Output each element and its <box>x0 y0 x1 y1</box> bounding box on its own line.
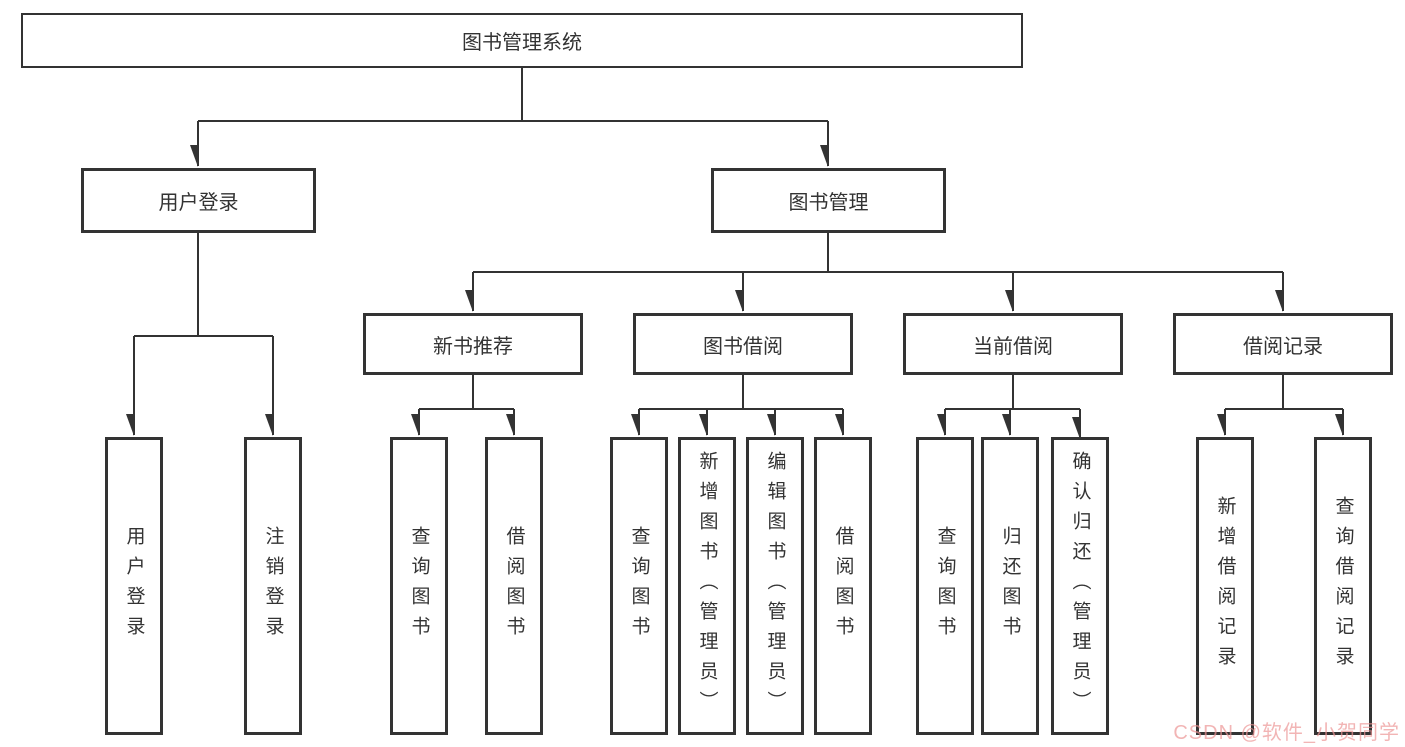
leaf-user-login: 用户登录 <box>105 437 163 735</box>
leaf-confirm-return-admin-label: 确认归还（管理员） <box>1069 451 1091 721</box>
leaf-return-books-label: 归还图书 <box>999 526 1021 646</box>
leaf-user-login-label: 用户登录 <box>123 526 145 646</box>
leaf-query-books-current: 查询图书 <box>916 437 974 735</box>
leaf-logout: 注销登录 <box>244 437 302 735</box>
leaf-return-books: 归还图书 <box>981 437 1039 735</box>
leaf-query-books-recommend: 查询图书 <box>390 437 448 735</box>
leaf-edit-books-admin: 编辑图书（管理员） <box>746 437 804 735</box>
leaf-add-books-admin-label: 新增图书（管理员） <box>696 451 718 721</box>
leaf-borrow-books-recommend-label: 借阅图书 <box>503 526 525 646</box>
leaf-borrow-books: 借阅图书 <box>814 437 872 735</box>
node-library-management-system: 图书管理系统 <box>21 13 1023 68</box>
connector-root-to-level2 <box>198 68 829 166</box>
node-user-login: 用户登录 <box>81 168 316 233</box>
leaf-query-books-borrow-label: 查询图书 <box>628 526 650 646</box>
leaf-logout-label: 注销登录 <box>262 526 284 646</box>
leaf-query-books-borrow: 查询图书 <box>610 437 668 735</box>
leaf-add-borrow-record-label: 新增借阅记录 <box>1214 496 1236 676</box>
connector-new-book-recommend-children <box>419 375 515 435</box>
leaf-add-borrow-record: 新增借阅记录 <box>1196 437 1254 735</box>
node-book-management: 图书管理 <box>711 168 946 233</box>
node-borrow-records: 借阅记录 <box>1173 313 1393 375</box>
connector-book-management-children <box>473 233 1284 311</box>
connector-current-borrow-children <box>945 375 1081 438</box>
node-new-book-recommend: 新书推荐 <box>363 313 583 375</box>
leaf-query-books-recommend-label: 查询图书 <box>408 526 430 646</box>
connector-user-login-children <box>134 233 274 435</box>
leaf-add-books-admin: 新增图书（管理员） <box>678 437 736 735</box>
leaf-borrow-books-label: 借阅图书 <box>832 526 854 646</box>
node-book-borrow: 图书借阅 <box>633 313 853 375</box>
node-current-borrow: 当前借阅 <box>903 313 1123 375</box>
csdn-watermark: CSDN @软件_小贺同学 <box>1173 722 1400 744</box>
leaf-edit-books-admin-label: 编辑图书（管理员） <box>764 451 786 721</box>
leaf-query-borrow-record: 查询借阅记录 <box>1314 437 1372 735</box>
connector-borrow-records-children <box>1225 375 1344 435</box>
leaf-query-borrow-record-label: 查询借阅记录 <box>1332 496 1354 676</box>
leaf-borrow-books-recommend: 借阅图书 <box>485 437 543 735</box>
leaf-confirm-return-admin: 确认归还（管理员） <box>1051 437 1109 735</box>
leaf-query-books-current-label: 查询图书 <box>934 526 956 646</box>
connector-book-borrow-children <box>639 375 844 435</box>
